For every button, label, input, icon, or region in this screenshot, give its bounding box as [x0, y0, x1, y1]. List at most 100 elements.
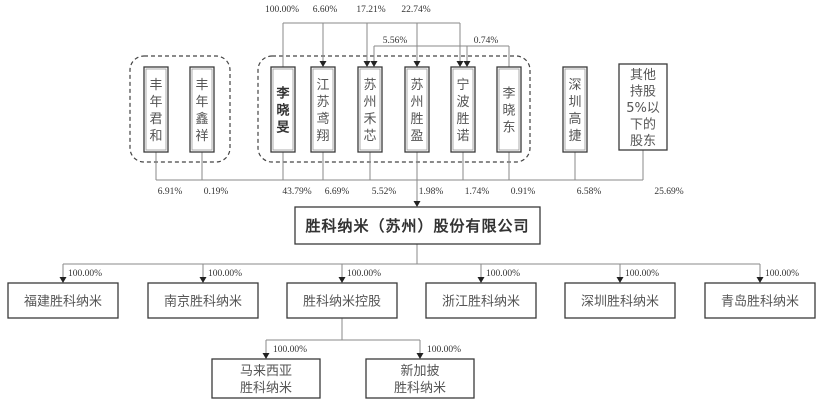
subsidiary-node-holding[interactable]: 胜科纳米控股	[286, 282, 398, 319]
shareholder-box-inner-border	[498, 68, 520, 151]
shareholder-name-char: 其他	[630, 68, 656, 83]
subsidiary-arrow	[59, 277, 67, 283]
shareholder-name-char: 胜	[456, 112, 469, 127]
sub-subsidiary-name-line: 马来西亚	[240, 364, 292, 379]
subsidiary-name: 深圳胜科纳米	[581, 295, 659, 310]
shareholder-node-li-xiaomin[interactable]: 李晓旻	[270, 66, 296, 153]
shareholder-name-char: 深	[568, 78, 581, 93]
subsidiary-box	[704, 282, 816, 319]
sub-subsidiary-name-line: 胜科纳米	[240, 381, 292, 396]
subsidiary-percentage: 100.00%	[625, 269, 659, 279]
shareholder-name-char: 圳	[568, 95, 581, 110]
shareholder-percentage: 0.91%	[511, 187, 536, 197]
shareholder-box-inner-border	[312, 68, 334, 151]
subsidiary-node-shenzhen[interactable]: 深圳胜科纳米	[564, 282, 676, 319]
shareholder-name-char: 旻	[276, 120, 289, 136]
pct-li-xiaodong-to-ningbo-shengnuo: 0.74%	[474, 36, 499, 46]
company-arrow-head	[413, 201, 421, 207]
subsidiary-node-qingdao[interactable]: 青岛胜科纳米	[704, 282, 816, 319]
shareholder-name-char: 盈	[410, 129, 423, 144]
shareholder-percentage: 1.74%	[465, 187, 490, 197]
subsidiary-node-zhejiang[interactable]: 浙江胜科纳米	[425, 282, 537, 319]
shareholder-box-inner-border	[359, 68, 381, 151]
shareholder-name-char: 晓	[502, 104, 515, 119]
shareholder-name-char: 和	[149, 129, 162, 144]
shareholder-name-char: 股东	[630, 134, 656, 149]
main-company-node[interactable]: 胜科纳米（苏州）股份有限公司	[294, 206, 541, 245]
subsidiary-name: 福建胜科纳米	[24, 295, 102, 310]
shareholder-percentage: 6.91%	[158, 187, 183, 197]
subsidiary-name: 青岛胜科纳米	[721, 294, 799, 310]
shareholder-name-char: 丰	[149, 78, 162, 93]
pct-li-xiaomin-to-jiangsu: 100.00%	[265, 5, 299, 15]
shareholder-name-char: 芯	[363, 129, 376, 144]
pct-to-ningbo-shengnuo: 22.74%	[401, 5, 430, 15]
shareholder-name-char: 胜	[410, 112, 423, 127]
subsidiary-arrow	[616, 277, 624, 283]
sub-subsidiary-name-line: 新加披	[400, 363, 439, 379]
subsidiary-name: 南京胜科纳米	[164, 294, 242, 310]
shareholder-name-char: 苏	[316, 94, 329, 110]
shareholder-box	[310, 66, 336, 153]
shareholder-name-char: 持股	[630, 85, 656, 100]
shareholder-percentage: 6.69%	[325, 187, 350, 197]
shareholder-percentage: 1.98%	[419, 187, 444, 197]
subsidiary-node-nanjing[interactable]: 南京胜科纳米	[147, 282, 259, 319]
sub-subsidiary-arrow	[262, 353, 270, 359]
shareholder-name-char: 年	[149, 95, 162, 110]
shareholder-box	[143, 66, 169, 153]
controller-group-outline	[257, 55, 531, 163]
subsidiary-percentage: 100.00%	[347, 269, 381, 279]
shareholder-percentage: 43.79%	[282, 187, 311, 197]
subsidiary-box	[564, 282, 676, 319]
sub-subsidiary-percentage: 100.00%	[273, 345, 307, 355]
shareholder-box-inner-border	[145, 68, 167, 151]
li-xiaodong-arrow	[370, 61, 378, 67]
top-holding-arrow	[413, 61, 421, 67]
shareholder-name-char: 翔	[316, 129, 329, 144]
shareholder-node-li-xiaodong[interactable]: 李晓东	[496, 66, 522, 153]
shareholder-name-char: 波	[456, 95, 469, 110]
subsidiary-nodes: 100.00%福建胜科纳米100.00%南京胜科纳米100.00%胜科纳米控股1…	[7, 269, 816, 319]
subsidiary-node-fujian[interactable]: 福建胜科纳米	[7, 282, 119, 319]
subsidiary-box	[286, 282, 398, 319]
main-company-box	[294, 206, 541, 245]
shareholder-name-char: 君	[149, 112, 162, 127]
subsidiary-percentage: 100.00%	[765, 269, 799, 279]
shareholder-box-inner-border	[452, 68, 474, 151]
shareholder-name-char: 宁	[456, 77, 469, 93]
pct-to-suzhou-hexin: 6.60%	[313, 5, 338, 15]
shareholder-percentage: 6.58%	[577, 187, 602, 197]
li-xiaodong-arrow	[463, 61, 471, 67]
sub-subsidiary-arrow	[416, 353, 424, 359]
top-holding-arrow	[456, 61, 464, 67]
shareholder-name-char: 州	[363, 95, 376, 110]
shareholder-name-char: 5%以	[626, 101, 660, 116]
shareholder-name-char: 鑫	[195, 111, 208, 127]
pct-li-xiaodong-to-suzhou-hexin: 5.56%	[383, 36, 408, 46]
top-percentages: 100.00%6.60%17.21%22.74%5.56%0.74%	[265, 5, 498, 46]
top-holding-arrow	[363, 61, 371, 67]
shareholder-percentages: 6.91%0.19%43.79%6.69%5.52%1.98%1.74%0.91…	[158, 187, 684, 197]
shareholder-name-char: 东	[502, 121, 515, 136]
shareholder-name-char: 祥	[195, 129, 208, 144]
shareholder-box-inner-border	[272, 68, 294, 151]
shareholder-box	[562, 66, 588, 153]
shareholder-box	[618, 63, 668, 151]
top-holding-arrow	[319, 61, 327, 67]
shareholder-box-inner-border	[564, 68, 586, 151]
shareholder-box	[404, 66, 430, 153]
shareholder-box	[357, 66, 383, 153]
